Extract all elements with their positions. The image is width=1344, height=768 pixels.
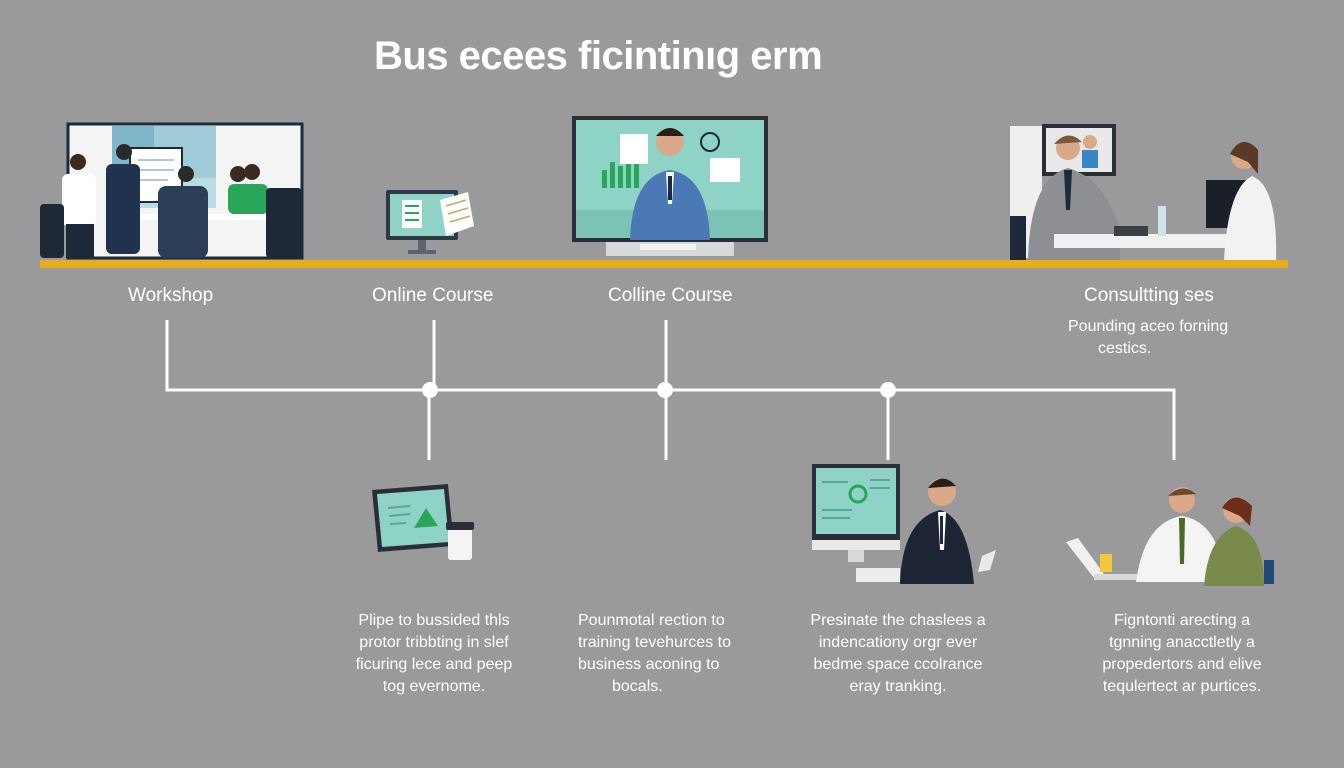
description-1-line-2: protor tribbting in slef	[359, 634, 509, 651]
description-3-line-2: indencationy orgr ever	[818, 634, 978, 651]
node-3	[880, 382, 896, 398]
online-course-illustration	[386, 190, 474, 254]
description-3-line-3: bedme space ccolrance	[813, 656, 983, 673]
consulting-note-line-1: Pounding aceo forning	[1068, 318, 1229, 335]
proposal-review-illustration	[1066, 487, 1274, 586]
description-2: Pounmotal rection to training tevehurces…	[578, 610, 731, 698]
stage-label-consulting: Consultting ses	[1084, 285, 1214, 306]
description-1-line-3: ficuring lece and peep	[355, 656, 513, 673]
consulting-note-line-2: cestics.	[1098, 340, 1152, 357]
description-3-line-4: eray tranking.	[849, 678, 947, 695]
workshop-illustration	[40, 122, 304, 260]
page-title: Bus eceеs ficintinıg erm	[374, 34, 823, 78]
description-1-line-4: tog evernome.	[382, 678, 486, 695]
description-2-line-1: Pounmotal rection to	[578, 612, 725, 629]
business-tracking-illustration	[812, 464, 996, 584]
description-2-line-3: business aconing to	[578, 656, 720, 673]
description-3-line-1: Presinate the chaslees a	[810, 612, 986, 629]
stage-label-workshop: Workshop	[128, 285, 214, 306]
description-3: Presinate the chaslees a indencationy or…	[800, 610, 996, 698]
node-1	[422, 382, 438, 398]
timeline-bar	[40, 260, 1288, 268]
description-4-line-2: tgnning anacctletly a	[1109, 634, 1255, 651]
self-study-illustration	[372, 484, 474, 560]
consulting-note: Pounding aceo forning cestics.	[1068, 316, 1228, 360]
colline-course-illustration	[572, 116, 768, 256]
description-4-line-3: propedertors and elive	[1102, 656, 1262, 673]
description-2-line-2: training tevehurces to	[578, 634, 731, 651]
description-2-line-4: bocals.	[612, 678, 663, 695]
stage-label-online-course: Online Course	[372, 285, 494, 306]
consulting-illustration	[1010, 124, 1277, 260]
connector-nodes	[422, 382, 896, 398]
description-1-line-1: Plipe to bussided thls	[358, 612, 510, 629]
node-2	[657, 382, 673, 398]
stage-label-colline-course: Colline Course	[608, 285, 733, 306]
description-4: Figntonti arecting a tgnning anacctletly…	[1084, 610, 1280, 698]
description-4-line-4: tequlertect ar purtices.	[1102, 678, 1262, 695]
description-4-line-1: Figntonti arecting a	[1113, 612, 1251, 629]
description-1: Plipe to bussided thls protor tribbting …	[344, 610, 524, 698]
